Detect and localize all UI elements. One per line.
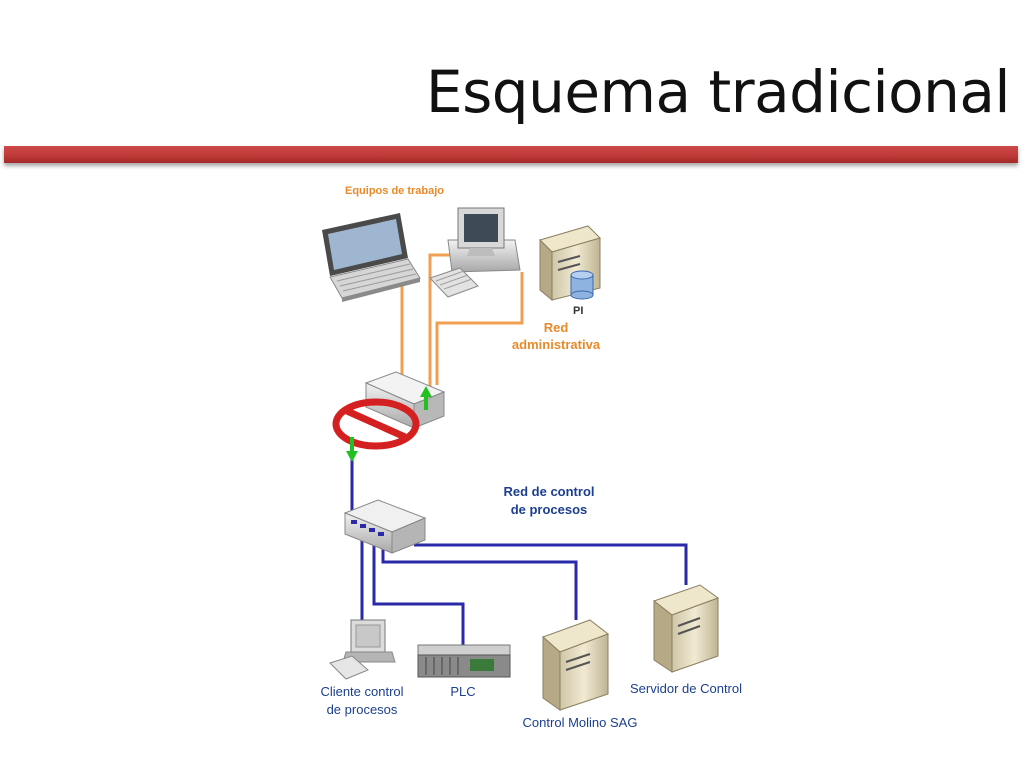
desktop-pc-icon bbox=[429, 207, 521, 298]
admin-network-label-line1: Red bbox=[544, 320, 569, 335]
database-icon bbox=[570, 270, 594, 300]
upward-arrow-icon bbox=[420, 386, 432, 397]
control-network-label-line2: de procesos bbox=[511, 502, 588, 517]
pi-server-icon bbox=[539, 225, 601, 302]
admin-network-links bbox=[400, 253, 524, 388]
control-switch-icon bbox=[343, 499, 427, 554]
data-flow-arrows bbox=[346, 386, 432, 462]
control-server-label: Servidor de Control bbox=[630, 681, 742, 696]
process-client-pc-icon bbox=[329, 619, 396, 680]
link-switch-control-server bbox=[414, 543, 688, 585]
admin-network-label-line2: administrativa bbox=[512, 337, 601, 352]
link-switch-sag bbox=[381, 538, 578, 620]
pi-label: PI bbox=[573, 305, 583, 317]
process-client-label-line2: de procesos bbox=[327, 702, 398, 717]
sag-mill-label: Control Molino SAG bbox=[523, 715, 638, 730]
control-server-icon bbox=[652, 584, 720, 673]
link-desktop-firewall bbox=[428, 253, 455, 388]
link-pi-firewall bbox=[435, 272, 524, 385]
link-switch-plc bbox=[372, 538, 465, 645]
laptop-icon bbox=[322, 213, 421, 302]
title-rule bbox=[4, 146, 1018, 163]
sag-server-icon bbox=[542, 619, 610, 711]
process-client-label-line1: Cliente control bbox=[320, 684, 403, 699]
workstations-label: Equipos de trabajo bbox=[345, 185, 444, 197]
plc-label: PLC bbox=[450, 684, 475, 699]
slide-title: Esquema tradicional bbox=[425, 58, 1011, 126]
downward-arrow-icon bbox=[346, 451, 358, 462]
plc-icon bbox=[417, 644, 511, 678]
prohibited-icon bbox=[332, 398, 420, 450]
control-network-label-line1: Red de control bbox=[503, 484, 594, 499]
